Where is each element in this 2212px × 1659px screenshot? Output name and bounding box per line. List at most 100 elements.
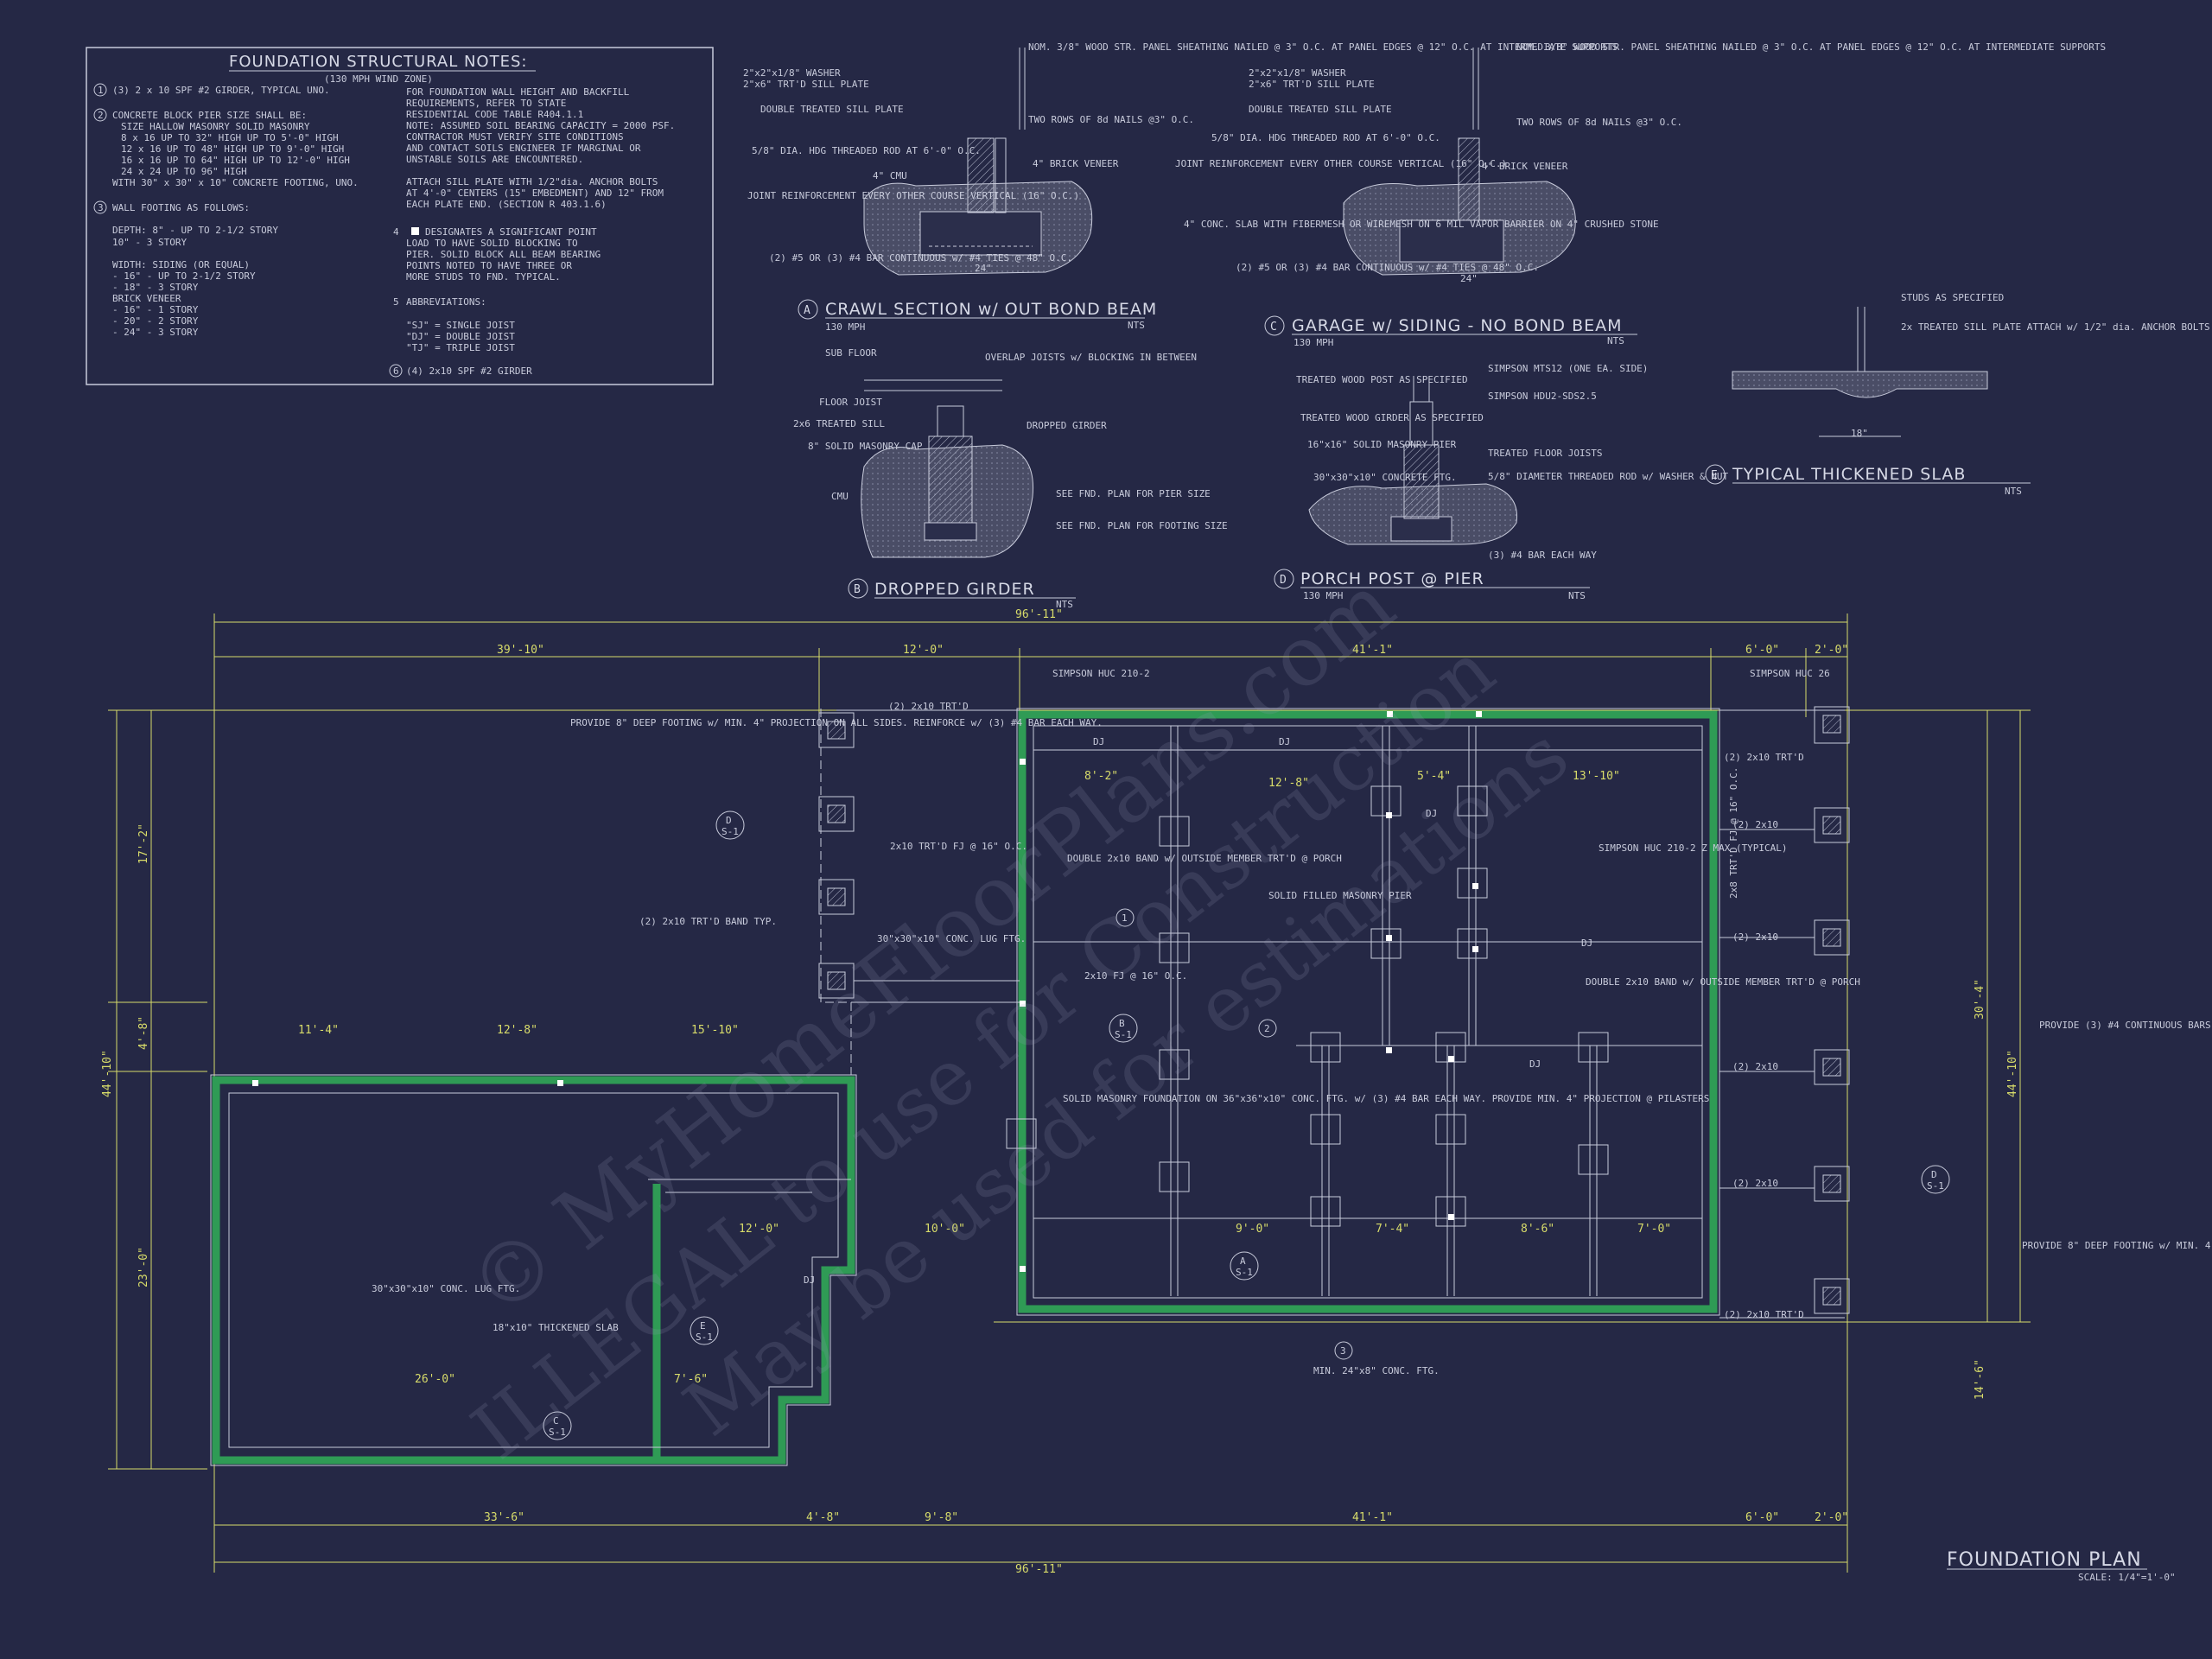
watermark: © MyHomeFloorPlans.com ILLEGAL to use fo… bbox=[451, 556, 1585, 1477]
label-double-band: DOUBLE 2x10 BAND w/ OUTSIDE MEMBER TRT'D… bbox=[1067, 853, 1342, 864]
girder-lines bbox=[1033, 726, 1815, 1296]
dim-overall-bottom: 96'-11" bbox=[1015, 1563, 1063, 1576]
dim-mid: 13'-10" bbox=[1573, 770, 1620, 783]
detail-d-nts: NTS bbox=[1568, 590, 1586, 601]
callout-sill: 2"x6" TRT'D SILL PLATE bbox=[743, 79, 869, 90]
svg-text:S-1: S-1 bbox=[549, 1427, 566, 1438]
callout-brick-c: 4" BRICK VENEER bbox=[1482, 161, 1568, 172]
detail-c-title: GARAGE w/ SIDING - NO BOND BEAM bbox=[1292, 316, 1623, 335]
svg-text:B: B bbox=[854, 583, 861, 596]
notes-right: UNSTABLE SOILS ARE ENCOUNTERED. bbox=[406, 154, 583, 165]
label-2x10: (2) 2x10 bbox=[1732, 1178, 1778, 1189]
dim-mid: 15'-10" bbox=[691, 1024, 739, 1037]
detail-e-title: TYPICAL THICKENED SLAB bbox=[1732, 465, 1966, 484]
callout-sds: SIMPSON HDU2-SDS2.5 bbox=[1488, 391, 1597, 402]
foundation-walls bbox=[212, 710, 1718, 1465]
footing-row: BRICK VENEER bbox=[112, 293, 181, 304]
svg-text:S-1: S-1 bbox=[696, 1332, 713, 1343]
footing-row: 10" - 3 STORY bbox=[112, 237, 187, 248]
dim-overall-top: 96'-11" bbox=[1015, 608, 1063, 621]
note-2: CONCRETE BLOCK PIER SIZE SHALL BE: bbox=[112, 110, 307, 121]
label-2x10-trtd: (2) 2x10 TRT'D bbox=[1724, 752, 1804, 763]
callout-subfloor: SUB FLOOR bbox=[825, 347, 877, 359]
dim-mid: 7'-6" bbox=[674, 1373, 708, 1386]
label-footing-note: PROVIDE 8" DEEP FOOTING w/ MIN. 4" PROJE… bbox=[570, 717, 1103, 728]
label-2x10: (2) 2x10 bbox=[1732, 1061, 1778, 1072]
callout-seefoot: SEE FND. PLAN FOR FOOTING SIZE bbox=[1056, 520, 1228, 531]
foundation-plan: 96'-11" 39'-10" 12'-0" 41'-1" 6'-0" 2'-0… bbox=[101, 608, 2212, 1583]
callout-floorjoist: FLOOR JOIST bbox=[819, 397, 882, 408]
detail-b-title: DROPPED GIRDER bbox=[874, 580, 1035, 599]
note-6: (4) 2x10 SPF #2 GIRDER bbox=[406, 365, 532, 377]
dim-mid: 12'-8" bbox=[497, 1024, 537, 1037]
dim-left: 44'-10" bbox=[101, 1050, 114, 1097]
dim-mid: 8'-2" bbox=[1084, 770, 1118, 783]
dim-right: 44'-10" bbox=[2006, 1050, 2019, 1097]
notes-right: AT 4'-0" CENTERS (15" EMBEDMENT) AND 12"… bbox=[406, 188, 664, 199]
label-solid-masonry: SOLID MASONRY FOUNDATION ON 36"x36"x10" … bbox=[1063, 1093, 1709, 1104]
svg-text:E: E bbox=[700, 1320, 706, 1332]
detail-d-title: PORCH POST @ PIER bbox=[1300, 569, 1484, 588]
dim-left: 4'-8" bbox=[137, 1016, 150, 1050]
dim-mid: 10'-0" bbox=[925, 1223, 965, 1236]
note-4: DESIGNATES A SIGNIFICANT POINT bbox=[425, 226, 597, 238]
notes-right: AND CONTACT SOILS ENGINEER IF MARGINAL O… bbox=[406, 143, 641, 154]
notes-right: REQUIREMENTS, REFER TO STATE bbox=[406, 98, 566, 109]
dim-left: 17'-2" bbox=[137, 823, 150, 864]
svg-text:A: A bbox=[804, 304, 810, 317]
note-3: WALL FOOTING AS FOLLOWS: bbox=[112, 202, 250, 213]
detail-e-nts: NTS bbox=[2005, 486, 2022, 497]
pier-row: SIZE HALLOW MASONRY SOLID MASONRY bbox=[121, 121, 310, 132]
callout-dbl: DOUBLE TREATED SILL PLATE bbox=[760, 104, 904, 115]
dim-bottom: 33'-6" bbox=[484, 1511, 524, 1524]
svg-text:6: 6 bbox=[393, 365, 399, 377]
plan-title: FOUNDATION PLAN bbox=[1947, 1549, 2142, 1571]
notes-right: RESIDENTIAL CODE TABLE R404.1.1 bbox=[406, 109, 583, 120]
dim-mid: 12'-8" bbox=[1268, 777, 1309, 790]
svg-text:3: 3 bbox=[1340, 1345, 1346, 1357]
svg-text:B: B bbox=[1119, 1018, 1125, 1029]
callout-18: 18" bbox=[1851, 428, 1868, 439]
callout-mts: SIMPSON MTS12 (ONE EA. SIDE) bbox=[1488, 363, 1648, 374]
label-footing-note-2: PROVIDE 8" DEEP FOOTING w/ MIN. 4" PROJE… bbox=[2022, 1240, 2212, 1251]
callout-seepier: SEE FND. PLAN FOR PIER SIZE bbox=[1056, 488, 1211, 499]
dim-mid: 7'-4" bbox=[1376, 1223, 1409, 1236]
label-thickened-slab: 18"x10" THICKENED SLAB bbox=[493, 1322, 619, 1333]
pier-row: 8 x 16 UP TO 32" HIGH UP TO 5'-0" HIGH bbox=[121, 132, 339, 143]
label-min-ftg: MIN. 24"x8" CONC. FTG. bbox=[1313, 1365, 1440, 1376]
callout-nails-c: TWO ROWS OF 8d NAILS @3" O.C. bbox=[1516, 117, 1682, 128]
section-markers: DS-1 BS-1 AS-1 ES-1 CS-1 DS-1 1 2 3 bbox=[543, 810, 1950, 1440]
dim-mid: 11'-4" bbox=[298, 1024, 339, 1037]
label-center-ftg: PROVIDE (3) #4 CONTINUOUS BARS w/ #4 TIE… bbox=[2039, 1020, 2212, 1031]
detail-e-thickened-slab: STUDS AS SPECIFIED 2x TREATED SILL PLATE… bbox=[1705, 292, 2212, 497]
label-dj: DJ bbox=[1581, 938, 1592, 949]
dim-bottom: 9'-8" bbox=[925, 1511, 958, 1524]
dim-top: 41'-1" bbox=[1352, 644, 1393, 657]
notes-right: ATTACH SILL PLATE WITH 1/2"dia. ANCHOR B… bbox=[406, 176, 658, 188]
svg-text:5: 5 bbox=[393, 296, 399, 308]
point-load-markers bbox=[252, 711, 1482, 1272]
pier-row: 16 x 16 UP TO 64" HIGH UP TO 12'-0" HIGH bbox=[121, 155, 350, 166]
label-band: (2) 2x10 TRT'D BAND TYP. bbox=[639, 916, 777, 927]
callout-24: 24" bbox=[975, 263, 992, 274]
svg-text:C: C bbox=[1270, 321, 1277, 334]
label-double-band-2: DOUBLE 2x10 BAND w/ OUTSIDE MEMBER TRT'D… bbox=[1586, 976, 1860, 988]
dim-bottom: 2'-0" bbox=[1815, 1511, 1848, 1524]
detail-c-sub: 130 MPH bbox=[1294, 337, 1333, 348]
callout-girder: TREATED WOOD GIRDER AS SPECIFIED bbox=[1300, 412, 1484, 423]
dim-right: 30'-4" bbox=[1974, 979, 1986, 1020]
label-huc26: SIMPSON HUC 26 bbox=[1750, 668, 1830, 679]
svg-text:C: C bbox=[553, 1415, 559, 1427]
callout-cmu2: CMU bbox=[831, 491, 849, 502]
detail-a-title: CRAWL SECTION w/ OUT BOND BEAM bbox=[825, 300, 1157, 319]
svg-text:2: 2 bbox=[1264, 1023, 1270, 1034]
dim-mid: 8'-6" bbox=[1521, 1223, 1554, 1236]
pier-row: WITH 30" x 30" x 10" CONCRETE FOOTING, U… bbox=[112, 177, 359, 188]
callout-tfj: TREATED FLOOR JOISTS bbox=[1488, 448, 1602, 459]
svg-text:1: 1 bbox=[98, 85, 104, 96]
dim-left: 23'-0" bbox=[137, 1247, 150, 1287]
svg-text:4: 4 bbox=[393, 226, 399, 238]
footing-row: - 16" - 1 STORY bbox=[112, 304, 199, 315]
svg-text:1: 1 bbox=[1122, 912, 1128, 924]
pier-row: 12 x 16 UP TO 48" HIGH UP TO 9'-0" HIGH bbox=[121, 143, 344, 155]
